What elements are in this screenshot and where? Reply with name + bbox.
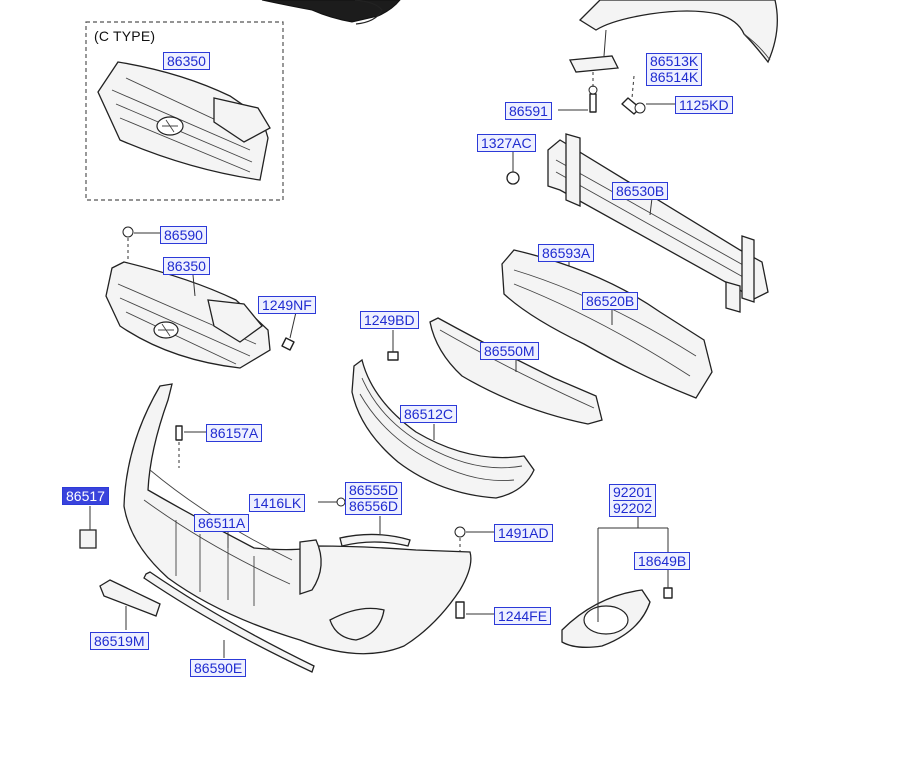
bumper-cover-part [123,383,472,655]
callout-86590e[interactable]: 86590E [190,659,247,677]
callout-86591[interactable]: 86591 [505,102,552,120]
grille-part [105,226,297,369]
callout-86517[interactable]: 86517 [62,487,109,505]
plate-and-lip-part [99,571,315,673]
moulding-part [318,497,411,547]
bolts-top [506,72,675,185]
callout-86593a[interactable]: 86593A [538,244,595,262]
callout-86520b[interactable]: 86520B [582,292,639,310]
callout-92202[interactable]: 92202 [613,500,652,516]
callout-86555d-86556d[interactable]: 86555D 86556D [345,482,403,515]
callout-86514k[interactable]: 86514K [650,69,699,85]
callout-86350-ctype[interactable]: 86350 [163,52,210,70]
callout-1125kd[interactable]: 1125KD [675,96,733,114]
callout-86519m[interactable]: 86519M [90,632,149,650]
callout-92201-92202[interactable]: 92201 92202 [609,484,656,517]
callout-86513k[interactable]: 86513K [650,53,699,70]
callout-86530b[interactable]: 86530B [612,182,669,200]
cover-part [79,425,206,549]
callout-18649b[interactable]: 18649B [634,552,691,570]
callout-1416lk[interactable]: 1416LK [249,494,306,512]
callout-1491ad[interactable]: 1491AD [494,524,553,542]
callout-1249bd[interactable]: 1249BD [360,311,419,329]
foglamp-part [561,514,673,648]
callout-86512c[interactable]: 86512C [400,405,458,423]
callout-1249nf[interactable]: 1249NF [258,296,316,314]
callout-86513k-86514k[interactable]: 86513K 86514K [646,53,703,86]
ctype-title: (C TYPE) [94,28,156,44]
callout-86511a[interactable]: 86511A [194,514,250,532]
callout-86590[interactable]: 86590 [160,226,207,244]
car-body-partial [261,0,401,25]
ctype-box [85,21,284,201]
callout-1327ac[interactable]: 1327AC [477,134,536,152]
callout-86550m[interactable]: 86550M [480,342,539,360]
clips-right [454,526,494,619]
ctype-grille-part [97,61,271,181]
callout-86157a[interactable]: 86157A [206,424,263,442]
callout-86556d[interactable]: 86556D [349,498,399,514]
callout-92201[interactable]: 92201 [613,484,652,501]
callout-86350[interactable]: 86350 [163,257,210,275]
callout-1244fe[interactable]: 1244FE [494,607,552,625]
fender-part [568,0,778,73]
callout-86555d[interactable]: 86555D [349,482,399,499]
